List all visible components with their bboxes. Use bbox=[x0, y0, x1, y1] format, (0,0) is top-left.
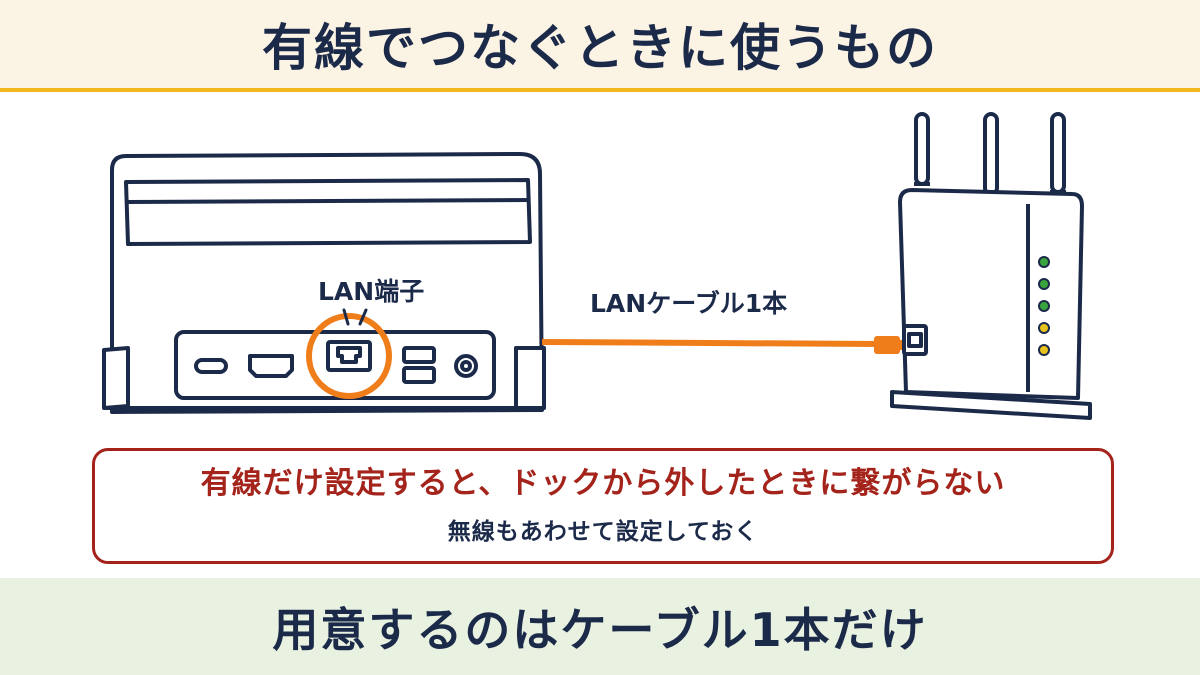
warning-note: 有線だけ設定すると、ドックから外したときに繋がらない 無線もあわせて設定しておく bbox=[92, 448, 1114, 564]
lan-port-icon bbox=[326, 340, 372, 372]
power-jack-icon bbox=[454, 354, 478, 378]
connection-diagram: LAN端子 LANケーブル1本 bbox=[0, 92, 1200, 442]
advice-text: 無線もあわせて設定しておく bbox=[447, 519, 759, 545]
label-pointer bbox=[342, 308, 368, 326]
page-title: 有線でつなぐときに使うもの bbox=[262, 19, 938, 77]
hdmi-port-icon bbox=[248, 354, 294, 378]
warning-text: 有線だけ設定すると、ドックから外したときに繋がらない bbox=[200, 466, 1006, 501]
router-icon bbox=[890, 112, 1092, 420]
usb-c-port-icon bbox=[194, 358, 228, 374]
summary-band: 用意するのはケーブル1本だけ bbox=[0, 578, 1200, 675]
diagram-illustration bbox=[102, 112, 1092, 420]
usb-a-port-icon-2 bbox=[402, 366, 436, 384]
lan-port-label: LAN端子 bbox=[318, 277, 425, 306]
summary-text: 用意するのはケーブル1本だけ bbox=[272, 602, 928, 657]
dock-icon bbox=[102, 152, 546, 414]
lan-cable-icon bbox=[541, 336, 908, 354]
title-band: 有線でつなぐときに使うもの bbox=[0, 0, 1200, 92]
cable-label: LANケーブル1本 bbox=[590, 289, 788, 318]
router-status-leds bbox=[1038, 256, 1050, 356]
usb-a-port-icon bbox=[402, 346, 436, 364]
lan-port-highlight bbox=[306, 313, 392, 399]
